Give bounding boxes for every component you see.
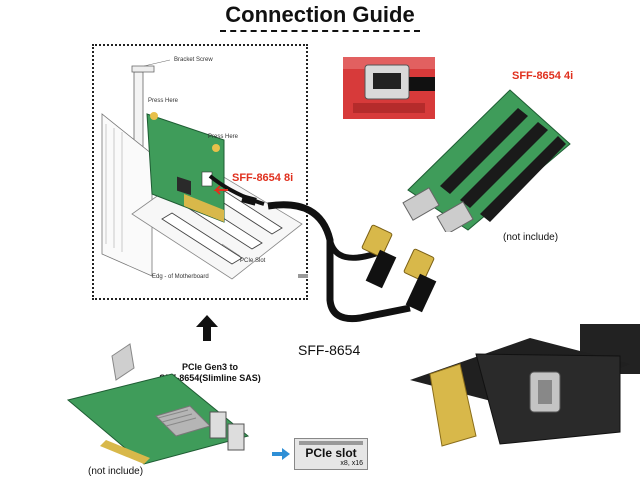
- riser-not-included-note: (not include): [503, 232, 559, 243]
- blue-arrow-icon: [272, 448, 290, 460]
- bracket-screw-callout: Bracket Screw: [174, 57, 213, 63]
- press-here-callout-top: Press Here: [148, 98, 179, 104]
- sff-8654-cable-label: SFF-8654: [298, 342, 361, 358]
- sff-8654-8i-label: SFF-8654 8i: [232, 172, 294, 184]
- pcie-slot-sublabel: x8, x16: [340, 460, 363, 467]
- adapter-card-photo: [66, 343, 250, 465]
- sff-8654-connector-closeup: [410, 324, 640, 447]
- adapter-card-caption: PCIe Gen3 to SFF-8654(Slimline SAS): [150, 362, 270, 384]
- sff-8654-4i-connector-photo: [343, 57, 435, 119]
- pcie-slot-graphic: [299, 441, 363, 445]
- pcie-slot-callout: PCIe Slot: [240, 258, 266, 264]
- riser-board-image: [402, 89, 571, 232]
- up-arrow-icon: [196, 315, 218, 341]
- installation-illustration: [101, 59, 303, 280]
- adapter-caption-line2: SFF-8654(Slimline SAS): [159, 373, 261, 383]
- title-underline: [220, 30, 420, 32]
- pcie-slot-label: PCIe slot: [305, 446, 357, 460]
- riser-cable-plugs: [361, 224, 437, 313]
- sff-8654-4i-label: SFF-8654 4i: [512, 70, 574, 82]
- adapter-not-included-note: (not include): [88, 466, 144, 477]
- cable-illustration: [267, 201, 411, 323]
- adapter-caption-line1: PCIe Gen3 to: [181, 362, 238, 372]
- motherboard-edge-callout: Edg - of Motherboard: [152, 274, 209, 280]
- pcie-slot-badge: PCIe slot x8, x16: [294, 438, 368, 470]
- page-title: Connection Guide: [225, 2, 415, 27]
- press-here-callout-right: Press Here: [208, 134, 239, 140]
